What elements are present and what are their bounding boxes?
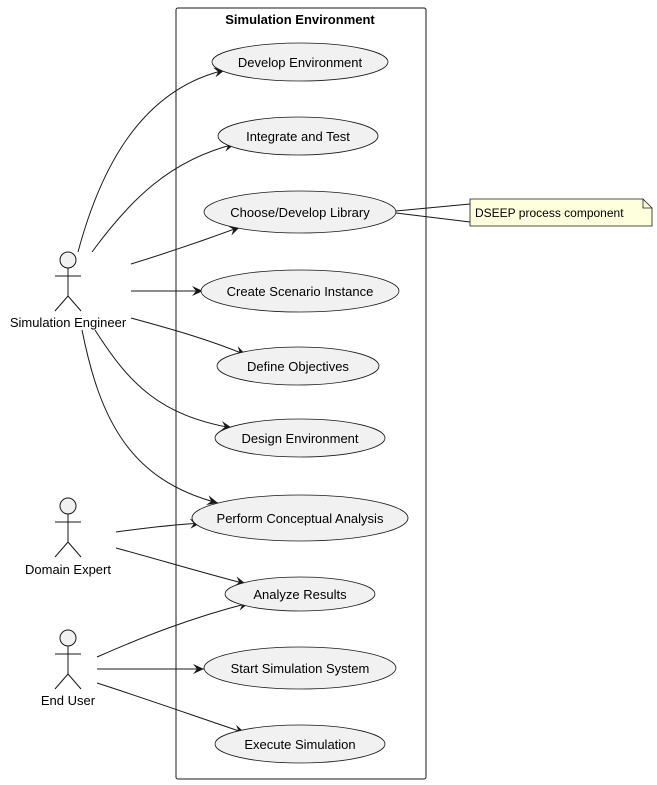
use-case-integrate-and-test[interactable]: Integrate and Test (217, 116, 379, 156)
actor-label: Domain Expert (25, 562, 111, 577)
use-case-design-environment[interactable]: Design Environment (214, 418, 386, 458)
use-case-label: Integrate and Test (246, 129, 350, 144)
use-case-label: Choose/Develop Library (230, 205, 370, 220)
note-dseep: DSEEP process component (469, 198, 653, 227)
use-case-start-simulation-system[interactable]: Start Simulation System (203, 646, 397, 690)
actor-label: Simulation Engineer (10, 315, 127, 330)
use-case-perform-conceptual-analysis[interactable]: Perform Conceptual Analysis (191, 494, 409, 542)
actor-domain-expert[interactable]: Domain Expert (25, 497, 111, 577)
system-title: Simulation Environment (225, 12, 375, 27)
use-case-label: Design Environment (241, 431, 358, 446)
stick-figure-icon (54, 251, 82, 312)
use-case-label: Develop Environment (238, 55, 363, 70)
edge-engineer-choose-develop-library (130, 226, 241, 265)
use-case-label: Start Simulation System (231, 661, 370, 676)
use-case-develop-environment[interactable]: Develop Environment (211, 42, 389, 82)
stick-figure-icon (54, 497, 82, 558)
edge-user-execute-simulation (96, 682, 246, 735)
edge-engineer-perform-conceptual-analysis (81, 329, 219, 506)
edge-engineer-define-objectives (130, 317, 247, 356)
use-case-label: Create Scenario Instance (227, 284, 374, 299)
edge-expert-perform-conceptual-analysis (115, 518, 202, 533)
note-text: DSEEP process component (475, 206, 624, 220)
use-case-create-scenario-instance[interactable]: Create Scenario Instance (200, 269, 400, 313)
use-case-define-objectives[interactable]: Define Objectives (216, 346, 380, 386)
use-case-analyze-results[interactable]: Analyze Results (224, 576, 376, 612)
use-case-choose-develop-library[interactable]: Choose/Develop Library (203, 190, 397, 234)
system-boundary: Simulation Environment (175, 7, 427, 780)
actor-end-user[interactable]: End User (41, 629, 96, 708)
use-case-label: Analyze Results (253, 587, 347, 602)
use-case-label: Perform Conceptual Analysis (217, 511, 384, 526)
use-case-execute-simulation[interactable]: Execute Simulation (214, 724, 386, 764)
actor-simulation-engineer[interactable]: Simulation Engineer (10, 251, 127, 330)
stick-figure-icon (54, 629, 82, 690)
edge-engineer-develop-environment (77, 67, 226, 253)
associations (77, 67, 471, 735)
actor-label: End User (41, 693, 96, 708)
use-cases: Develop Environment Integrate and Test C… (191, 42, 409, 764)
use-case-label: Define Objectives (247, 359, 349, 374)
use-case-label: Execute Simulation (244, 737, 355, 752)
edge-engineer-design-environment (94, 329, 233, 431)
edge-user-analyze-results (96, 600, 250, 658)
edge-expert-analyze-results (115, 547, 247, 587)
edge-engineer-integrate-and-test (91, 141, 236, 253)
note-connector (395, 203, 471, 223)
